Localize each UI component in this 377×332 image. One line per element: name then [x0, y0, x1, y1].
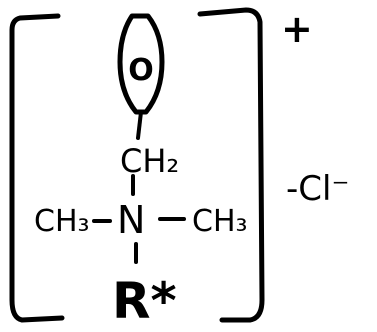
- charge-label: +: [281, 7, 313, 51]
- methylene-label: CH₂: [120, 142, 179, 180]
- left-methyl-label: CH₃: [34, 204, 90, 239]
- ring-ch2-bond: [136, 110, 143, 140]
- right-bracket: [197, 7, 265, 323]
- r-group-label: R*: [112, 272, 177, 330]
- positive-charge: +: [281, 7, 313, 51]
- counter-ion-label: -Cl⁻: [286, 169, 349, 209]
- right-methyl-label: CH₃: [192, 204, 248, 239]
- nitrogen-label: N: [117, 198, 145, 242]
- phenyl-ring: [117, 13, 165, 115]
- left-bracket: [9, 13, 65, 323]
- ring-center-label: O: [128, 53, 154, 88]
